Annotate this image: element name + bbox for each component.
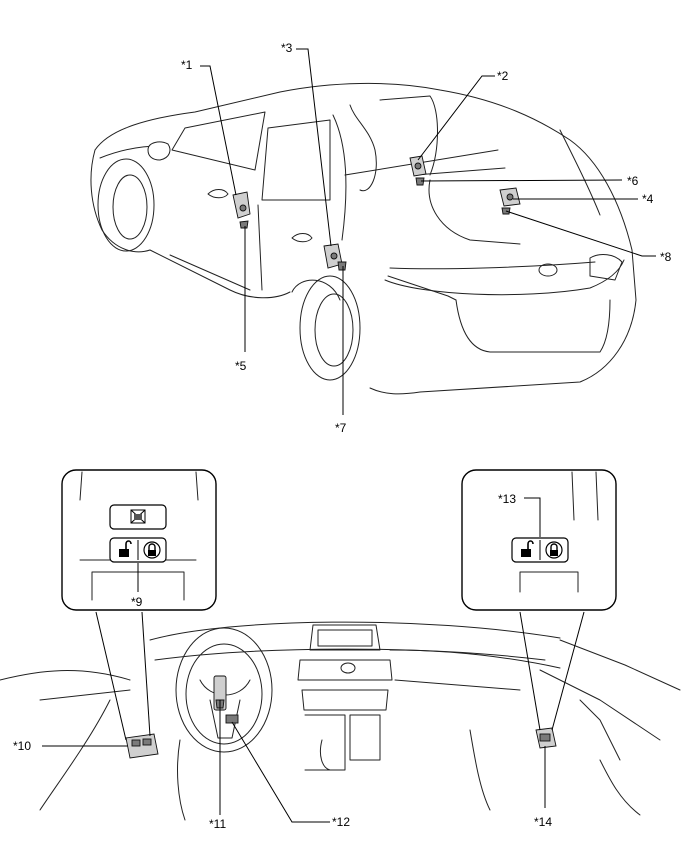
steering-column-connector (225, 714, 239, 724)
callout-9: *9 (131, 595, 143, 609)
driver-side-power-window-master-switch (125, 733, 159, 759)
zoom-callout-passenger-switch (461, 469, 617, 731)
vehicle-outline (90, 82, 637, 395)
callout-14: *14 (534, 815, 552, 829)
callout-13: *13 (498, 492, 516, 506)
front-right-door-lock-assembly (499, 187, 521, 215)
callout-8: *8 (660, 250, 672, 264)
window-lock-icon (130, 509, 146, 524)
callout-10: *10 (13, 739, 31, 753)
callout-11: *11 (209, 817, 226, 831)
callout-4: *4 (642, 192, 654, 206)
callout-5: *5 (235, 359, 247, 373)
callout-6: *6 (627, 174, 639, 188)
front-door-lock-assembly (232, 191, 251, 229)
lock-icon (143, 541, 161, 559)
rear-door-lock-assembly (323, 243, 347, 271)
callout-1: *1 (181, 58, 193, 72)
callout-12: *12 (332, 815, 350, 829)
rear-right-door-lock-assembly (409, 155, 427, 186)
callout-3: *3 (281, 41, 293, 55)
zoom-callout-driver-switch (61, 469, 217, 741)
leader-lines-upper (200, 48, 656, 415)
unlock-icon (521, 540, 534, 557)
combination-meter-switch (213, 675, 227, 711)
callout-7: *7 (335, 421, 347, 435)
passenger-side-power-window-switch (535, 727, 557, 749)
leader-lines-lower (42, 700, 546, 823)
lock-icon (545, 541, 563, 559)
instrument-panel-outline (0, 621, 681, 821)
unlock-icon (119, 540, 132, 557)
callout-2: *2 (497, 69, 509, 83)
